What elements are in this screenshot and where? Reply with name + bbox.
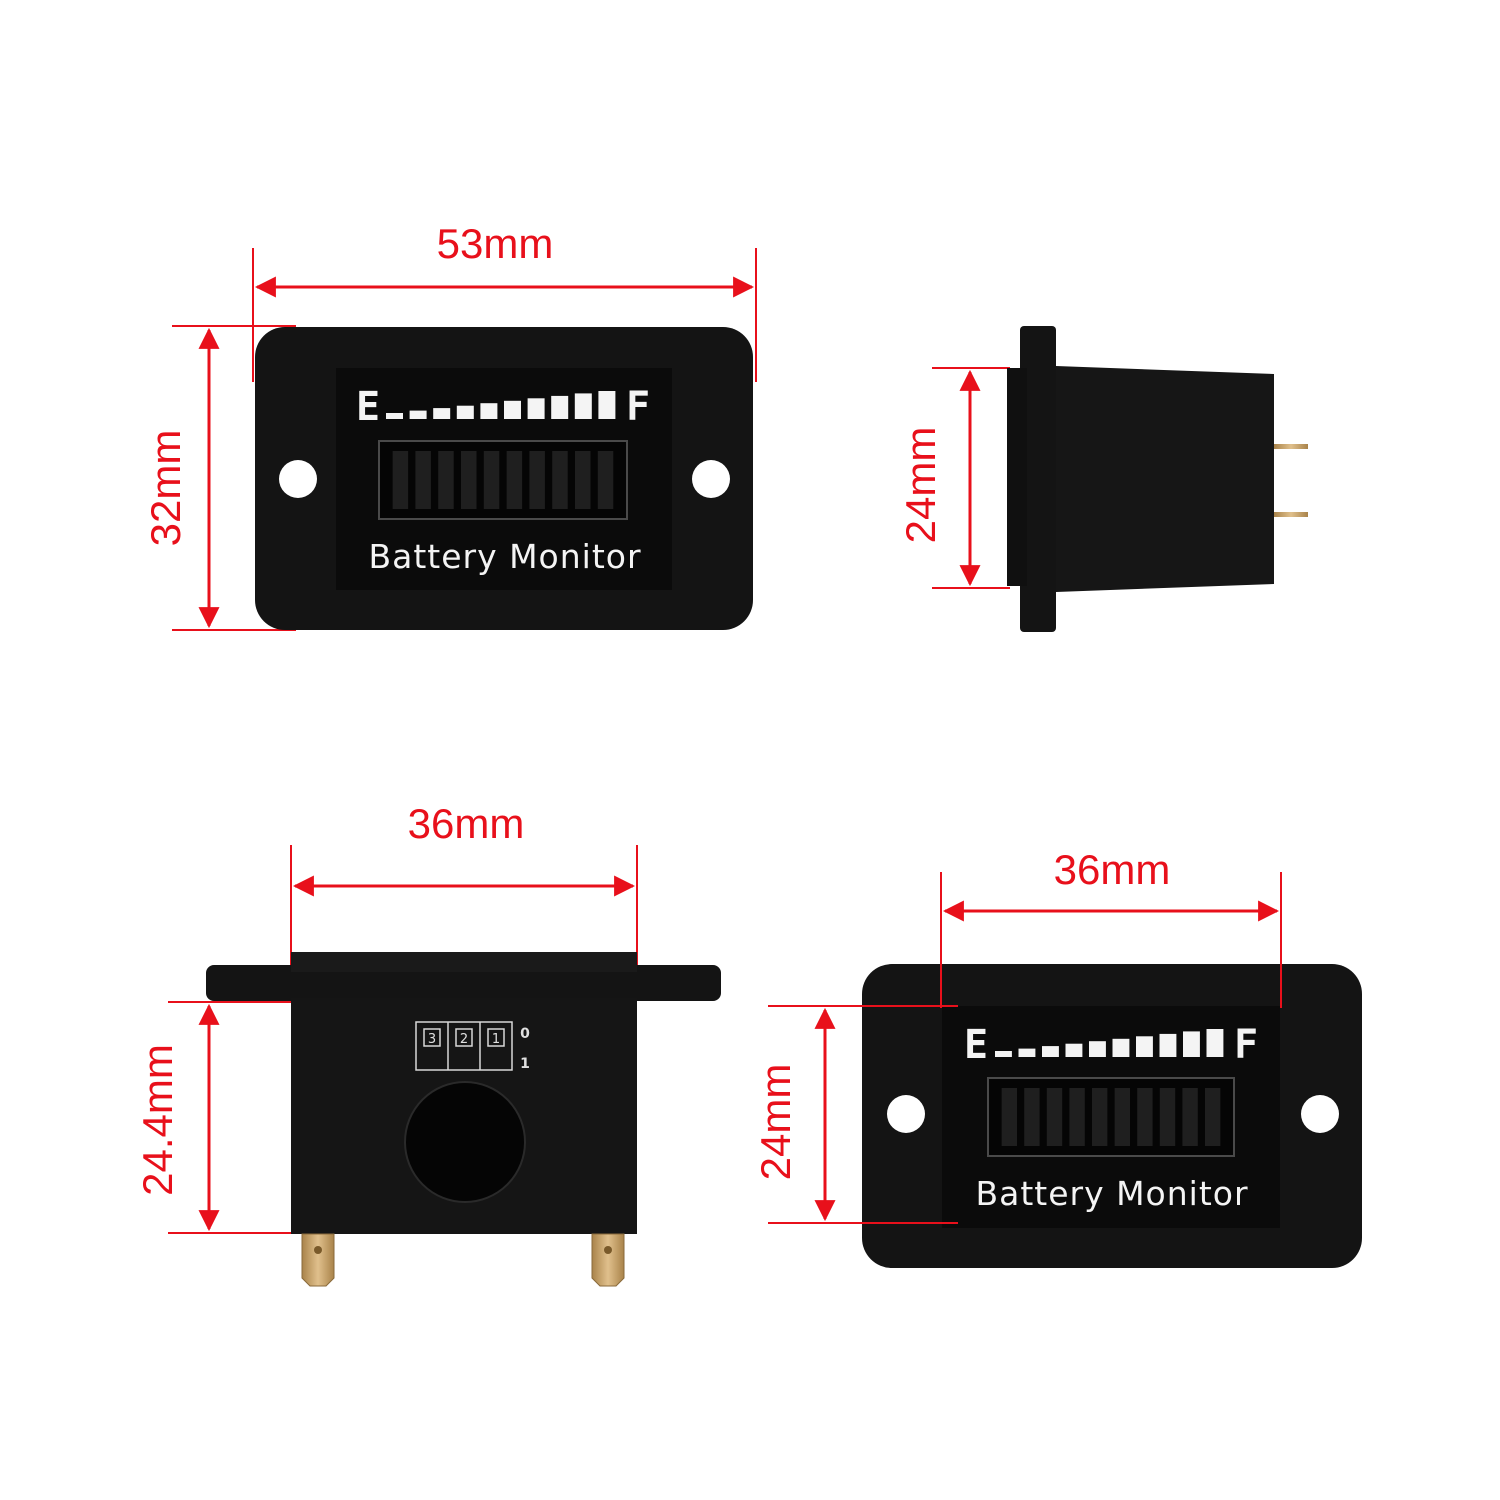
- inner-led-segment-5: [1092, 1088, 1108, 1146]
- level-ramp: [386, 391, 616, 419]
- inner-ramp-step-6: [1112, 1038, 1130, 1057]
- bottom-width-label: 36mm: [408, 800, 525, 847]
- ramp-step-8: [551, 395, 569, 419]
- led-segment-2: [415, 451, 431, 509]
- dip-state-off: 0: [520, 1026, 530, 1042]
- inner-width-dimension: 36mm: [940, 846, 1282, 1008]
- inner-led-segment-7: [1137, 1088, 1153, 1146]
- front-view: 53mm 32mm E F Battery Monitor: [142, 220, 757, 631]
- led-segment-5: [483, 451, 500, 509]
- led-segment-3: [438, 451, 454, 509]
- bottom-bezel: [291, 952, 637, 972]
- mounting-hole-left: [279, 460, 317, 498]
- empty-label: E: [356, 384, 380, 430]
- led-segment-4: [461, 451, 477, 509]
- inner-ramp-step-10: [1206, 1029, 1224, 1057]
- ramp-step-7: [527, 398, 545, 419]
- ramp-step-3: [433, 408, 451, 419]
- inner-led-segment-2: [1024, 1088, 1040, 1146]
- inner-ramp-step-7: [1136, 1036, 1153, 1057]
- ramp-step-2: [409, 410, 427, 419]
- height-label: 32mm: [142, 430, 189, 547]
- inner-ramp-step-4: [1065, 1043, 1083, 1057]
- width-dimension: 53mm: [252, 220, 757, 382]
- ramp-step-4: [456, 405, 474, 419]
- inner-height-dimension: 24mm: [752, 1005, 958, 1224]
- dip-state-on: 1: [520, 1056, 530, 1072]
- inner-led-segment-10: [1205, 1088, 1221, 1146]
- inner-ramp-step-8: [1159, 1033, 1177, 1057]
- front-view-inner: E F Battery Monitor 36mm 24mm: [752, 846, 1362, 1268]
- display-label: Battery Monitor: [368, 537, 641, 576]
- led-segment-10: [597, 451, 614, 509]
- side-terminal-top: [1274, 444, 1308, 449]
- inner-display-label: Battery Monitor: [975, 1174, 1248, 1213]
- inner-led-segments: [1001, 1088, 1221, 1146]
- side-flange: [1020, 326, 1056, 632]
- inner-mounting-hole-left: [887, 1095, 925, 1133]
- terminal-left: [301, 1233, 335, 1287]
- dip-switch: 3 2 1 0 1: [415, 1021, 530, 1072]
- ramp-step-6: [504, 400, 521, 419]
- dip-position-3: 3: [428, 1032, 436, 1047]
- bottom-height-label: 24.4mm: [134, 1044, 181, 1196]
- dip-position-1: 1: [492, 1032, 500, 1047]
- full-label: F: [626, 384, 650, 430]
- led-segment-6: [506, 451, 523, 509]
- side-height-dimension: 24mm: [897, 367, 1010, 589]
- inner-height-label: 24mm: [752, 1064, 799, 1181]
- bottom-view: 36mm 24.4mm 3 2 1 0 1: [134, 800, 721, 1287]
- led-segment-7: [529, 451, 545, 509]
- ramp-step-5: [480, 403, 498, 419]
- ramp-step-1: [386, 413, 403, 419]
- inner-ramp-step-5: [1089, 1041, 1106, 1057]
- inner-led-segment-4: [1069, 1088, 1085, 1146]
- bottom-flange: [206, 965, 721, 1001]
- inner-width-label: 36mm: [1054, 846, 1171, 893]
- width-label: 53mm: [437, 220, 554, 267]
- side-housing: [1056, 366, 1274, 592]
- led-segment-8: [552, 451, 568, 509]
- bottom-width-dimension: 36mm: [290, 800, 638, 985]
- inner-led-segment-3: [1046, 1088, 1063, 1146]
- inner-led-segment-1: [1001, 1088, 1017, 1146]
- inner-level-ramp: [995, 1029, 1224, 1057]
- side-view: 24mm: [897, 326, 1308, 632]
- inner-ramp-step-1: [995, 1051, 1012, 1057]
- led-segments: [392, 451, 614, 509]
- inner-ramp-step-9: [1183, 1031, 1200, 1057]
- ramp-step-10: [598, 391, 616, 419]
- inner-led-segment-6: [1114, 1088, 1130, 1146]
- terminal-right: [591, 1233, 625, 1287]
- inner-full-label: F: [1234, 1022, 1258, 1068]
- led-segment-1: [392, 451, 409, 509]
- mounting-hole-right: [692, 460, 730, 498]
- side-height-label: 24mm: [897, 427, 944, 544]
- inner-led-segment-8: [1159, 1088, 1176, 1146]
- height-dimension: 32mm: [142, 325, 296, 631]
- sensor-knob: [404, 1081, 526, 1203]
- inner-mounting-hole-right: [1301, 1095, 1339, 1133]
- side-terminal-bottom: [1274, 512, 1308, 517]
- inner-empty-label: E: [964, 1022, 988, 1068]
- bottom-height-dimension: 24.4mm: [134, 1001, 295, 1234]
- side-bezel: [1007, 368, 1027, 586]
- dip-position-2: 2: [460, 1032, 468, 1047]
- inner-led-segment-9: [1182, 1088, 1198, 1146]
- inner-ramp-step-2: [1018, 1048, 1036, 1057]
- inner-ramp-step-3: [1042, 1046, 1059, 1057]
- ramp-step-9: [574, 393, 592, 419]
- led-segment-9: [575, 451, 591, 509]
